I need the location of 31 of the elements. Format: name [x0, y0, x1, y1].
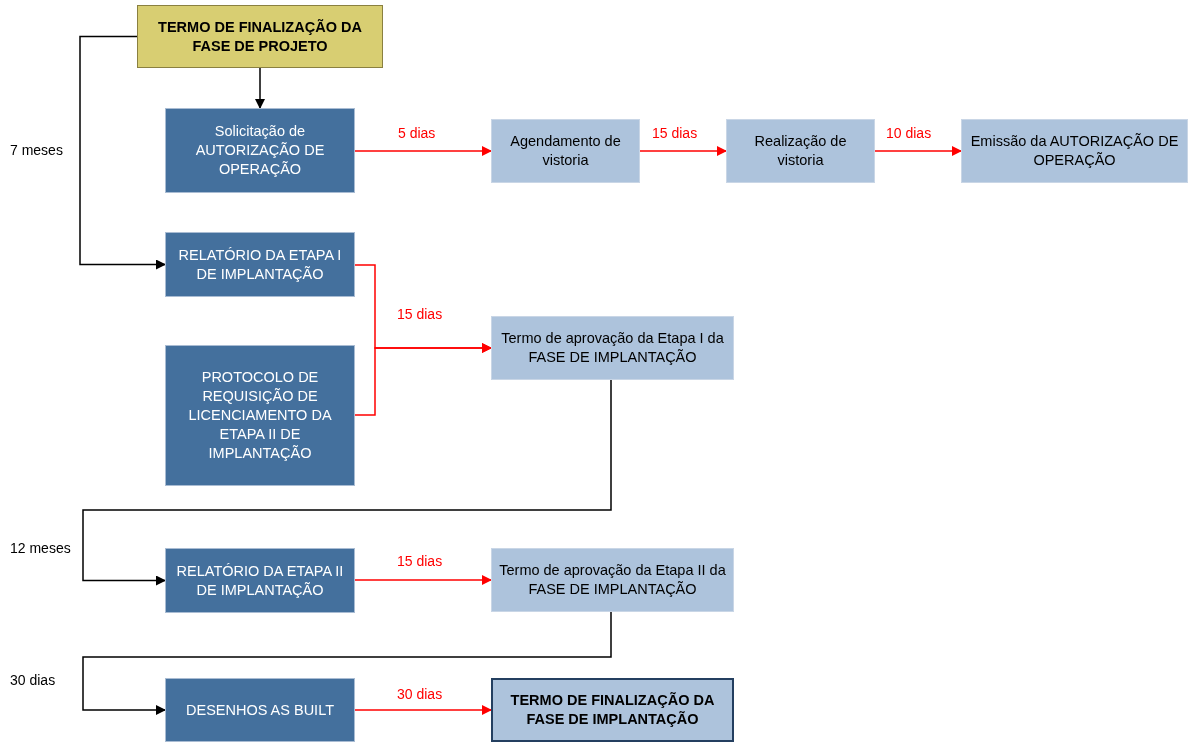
arrow [354, 146, 492, 156]
process-box: Termo de aprovação da Etapa I da FASE DE IMPLANTAÇÃO [491, 316, 734, 380]
arrow [354, 575, 492, 585]
edge-label: 5 dias [396, 125, 438, 141]
arrow [79, 35, 166, 270]
process-box: RELATÓRIO DA ETAPA II DE IMPLANTAÇÃO [165, 548, 355, 613]
arrow [82, 379, 612, 586]
process-box: Agendamento de vistoria [491, 119, 640, 183]
arrow [874, 146, 962, 156]
start-box: TERMO DE FINALIZAÇÃO DA FASE DE PROJETO [137, 5, 383, 68]
arrow [354, 343, 492, 416]
end-box: TERMO DE FINALIZAÇÃO DA FASE DE IMPLANTAÇÃO [491, 678, 734, 742]
edge-label: 7 meses [8, 142, 65, 158]
process-box: Termo de aprovação da Etapa II da FASE DE IMPLANTAÇÃO [491, 548, 734, 612]
edge-label: 30 dias [8, 672, 58, 688]
edge-label: 15 dias [395, 553, 445, 569]
process-box: DESENHOS AS BUILT [165, 678, 355, 742]
arrow [82, 611, 612, 715]
process-box: PROTOCOLO DE REQUISIÇÃO DE LICENCIAMENTO DA ETAPA II DE IMPLANTAÇÃO [165, 345, 355, 486]
process-box: Solicitação de AUTORIZAÇÃO DE OPERAÇÃO [165, 108, 355, 193]
arrow [639, 146, 727, 156]
process-box: Realização de vistoria [726, 119, 875, 183]
edge-label: 15 dias [650, 125, 700, 141]
process-box: RELATÓRIO DA ETAPA I DE IMPLANTAÇÃO [165, 232, 355, 297]
edge-label: 30 dias [395, 686, 445, 702]
process-box: Emissão da AUTORIZAÇÃO DE OPERAÇÃO [961, 119, 1188, 183]
edge-label: 12 meses [8, 540, 73, 556]
edge-label: 10 dias [884, 125, 934, 141]
edge-label: 15 dias [395, 306, 445, 322]
arrow [255, 67, 265, 109]
arrow [354, 705, 492, 715]
